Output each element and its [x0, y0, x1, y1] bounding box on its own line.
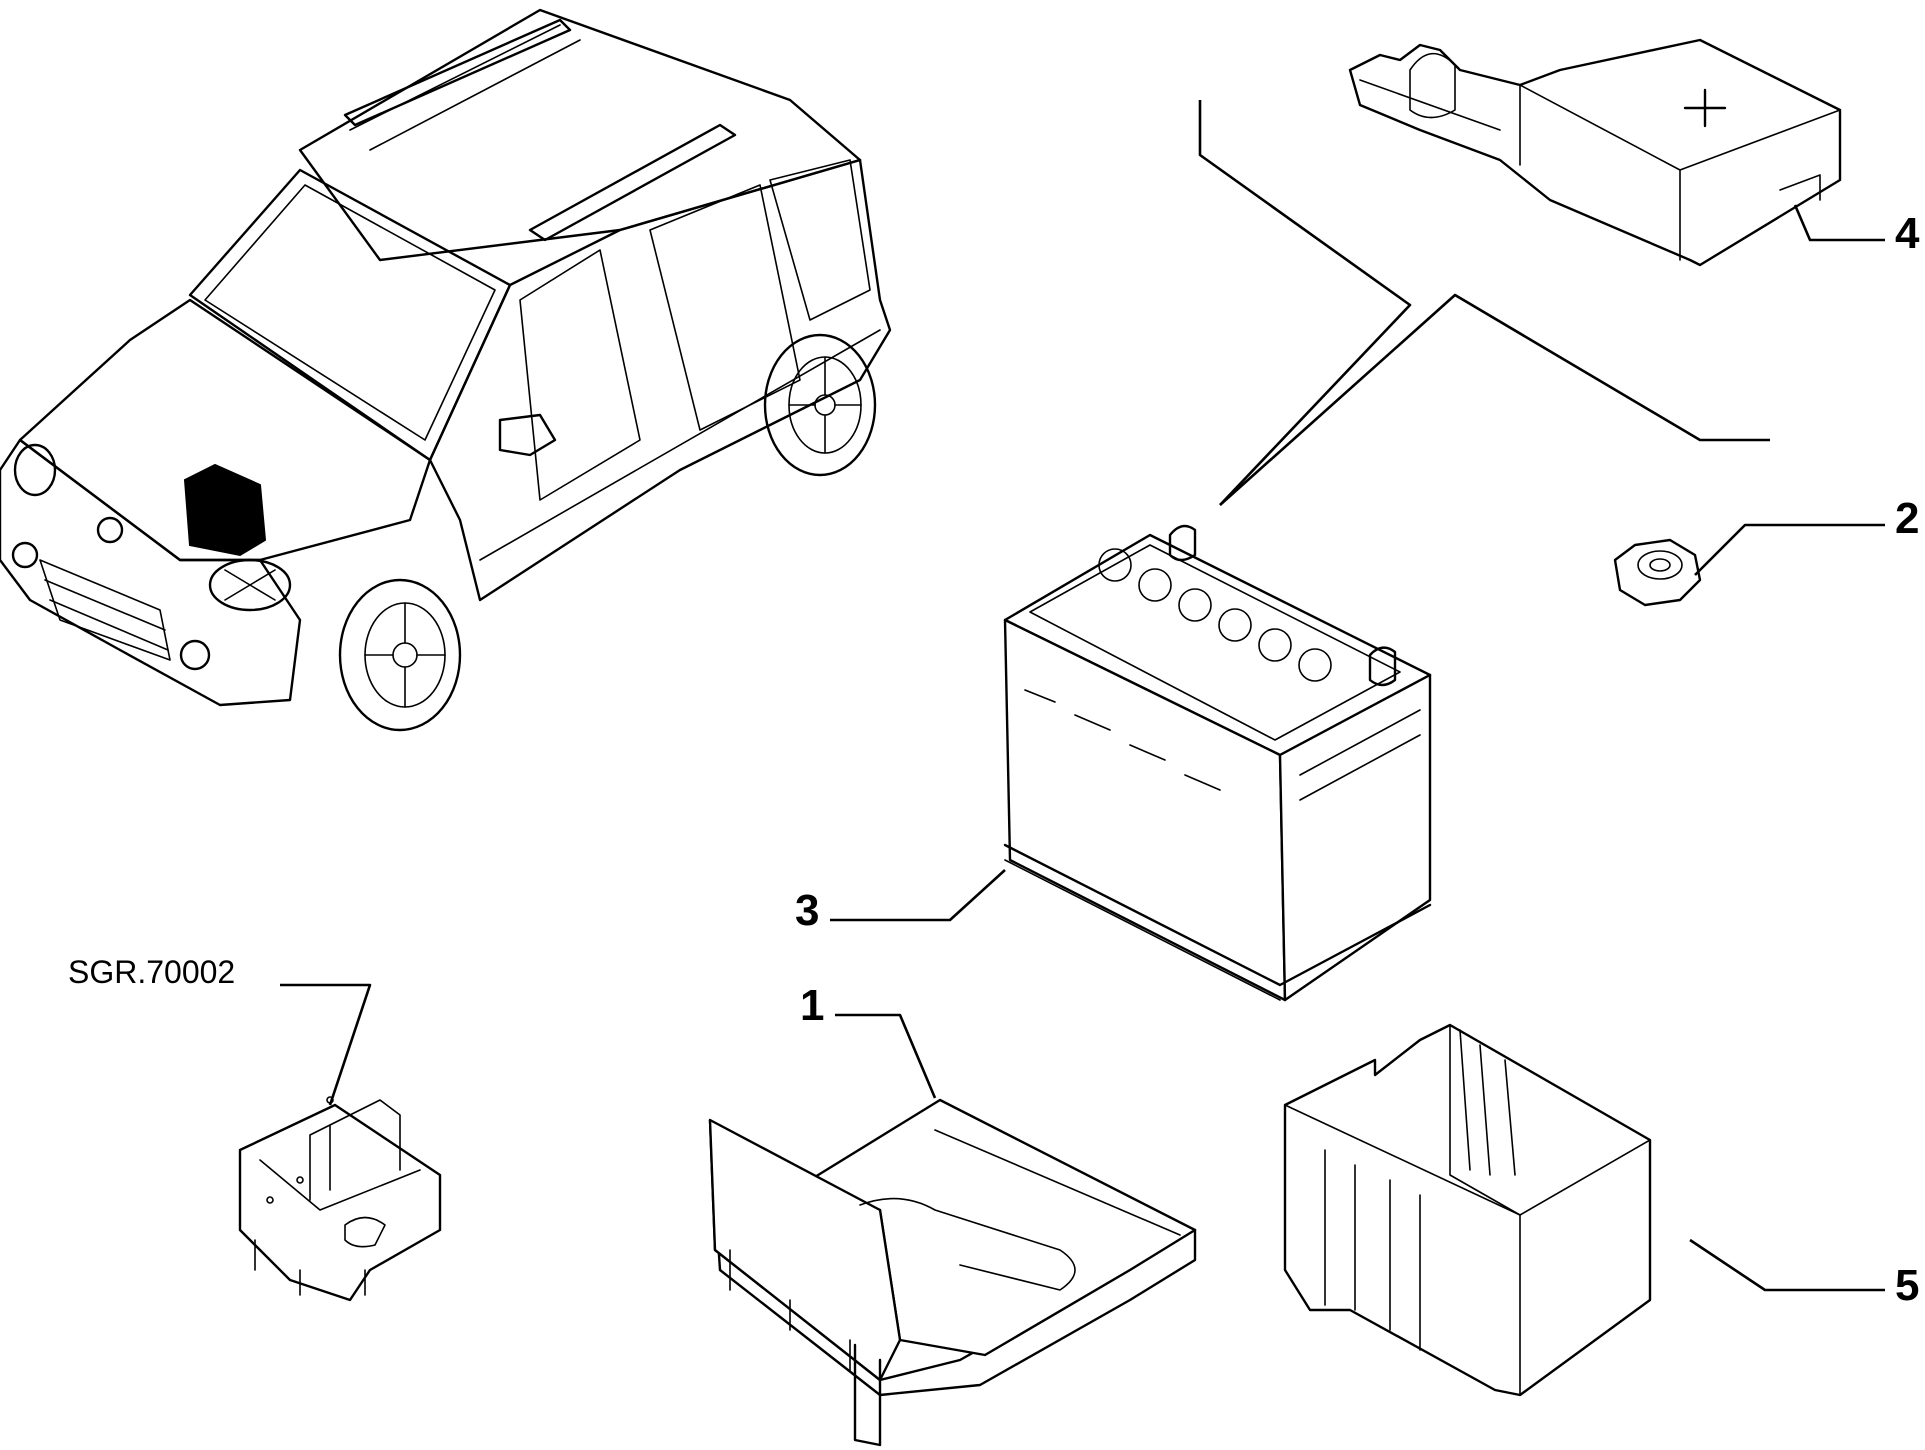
- leader-2: [1694, 523, 1885, 576]
- assembly-bracket-lines: [1198, 100, 1770, 506]
- battery: [1003, 524, 1432, 1002]
- leader-reference: [280, 983, 372, 1106]
- vehicle-illustration: [0, 8, 892, 732]
- terminal-cover: [1348, 38, 1842, 267]
- leader-4: [1793, 204, 1885, 242]
- leader-5: [1689, 1238, 1885, 1292]
- callout-2: 2: [1895, 494, 1919, 543]
- battery-bracket-assembly: [238, 1096, 442, 1302]
- callout-labels: 1 2 3 4 5 SGR.70002: [68, 209, 1920, 1310]
- callout-4: 4: [1895, 209, 1920, 258]
- callout-5: 5: [1895, 1261, 1919, 1310]
- battery-location-marker: [183, 463, 267, 557]
- reference-label: SGR.70002: [68, 954, 235, 990]
- battery-tray: [708, 1098, 1197, 1447]
- callout-3: 3: [795, 886, 819, 935]
- callout-1: 1: [800, 981, 824, 1030]
- leader-3: [830, 869, 1006, 922]
- leader-1: [835, 1013, 937, 1099]
- nut: [1613, 538, 1702, 607]
- leader-lines: [280, 204, 1885, 1292]
- battery-box: [1283, 1023, 1652, 1397]
